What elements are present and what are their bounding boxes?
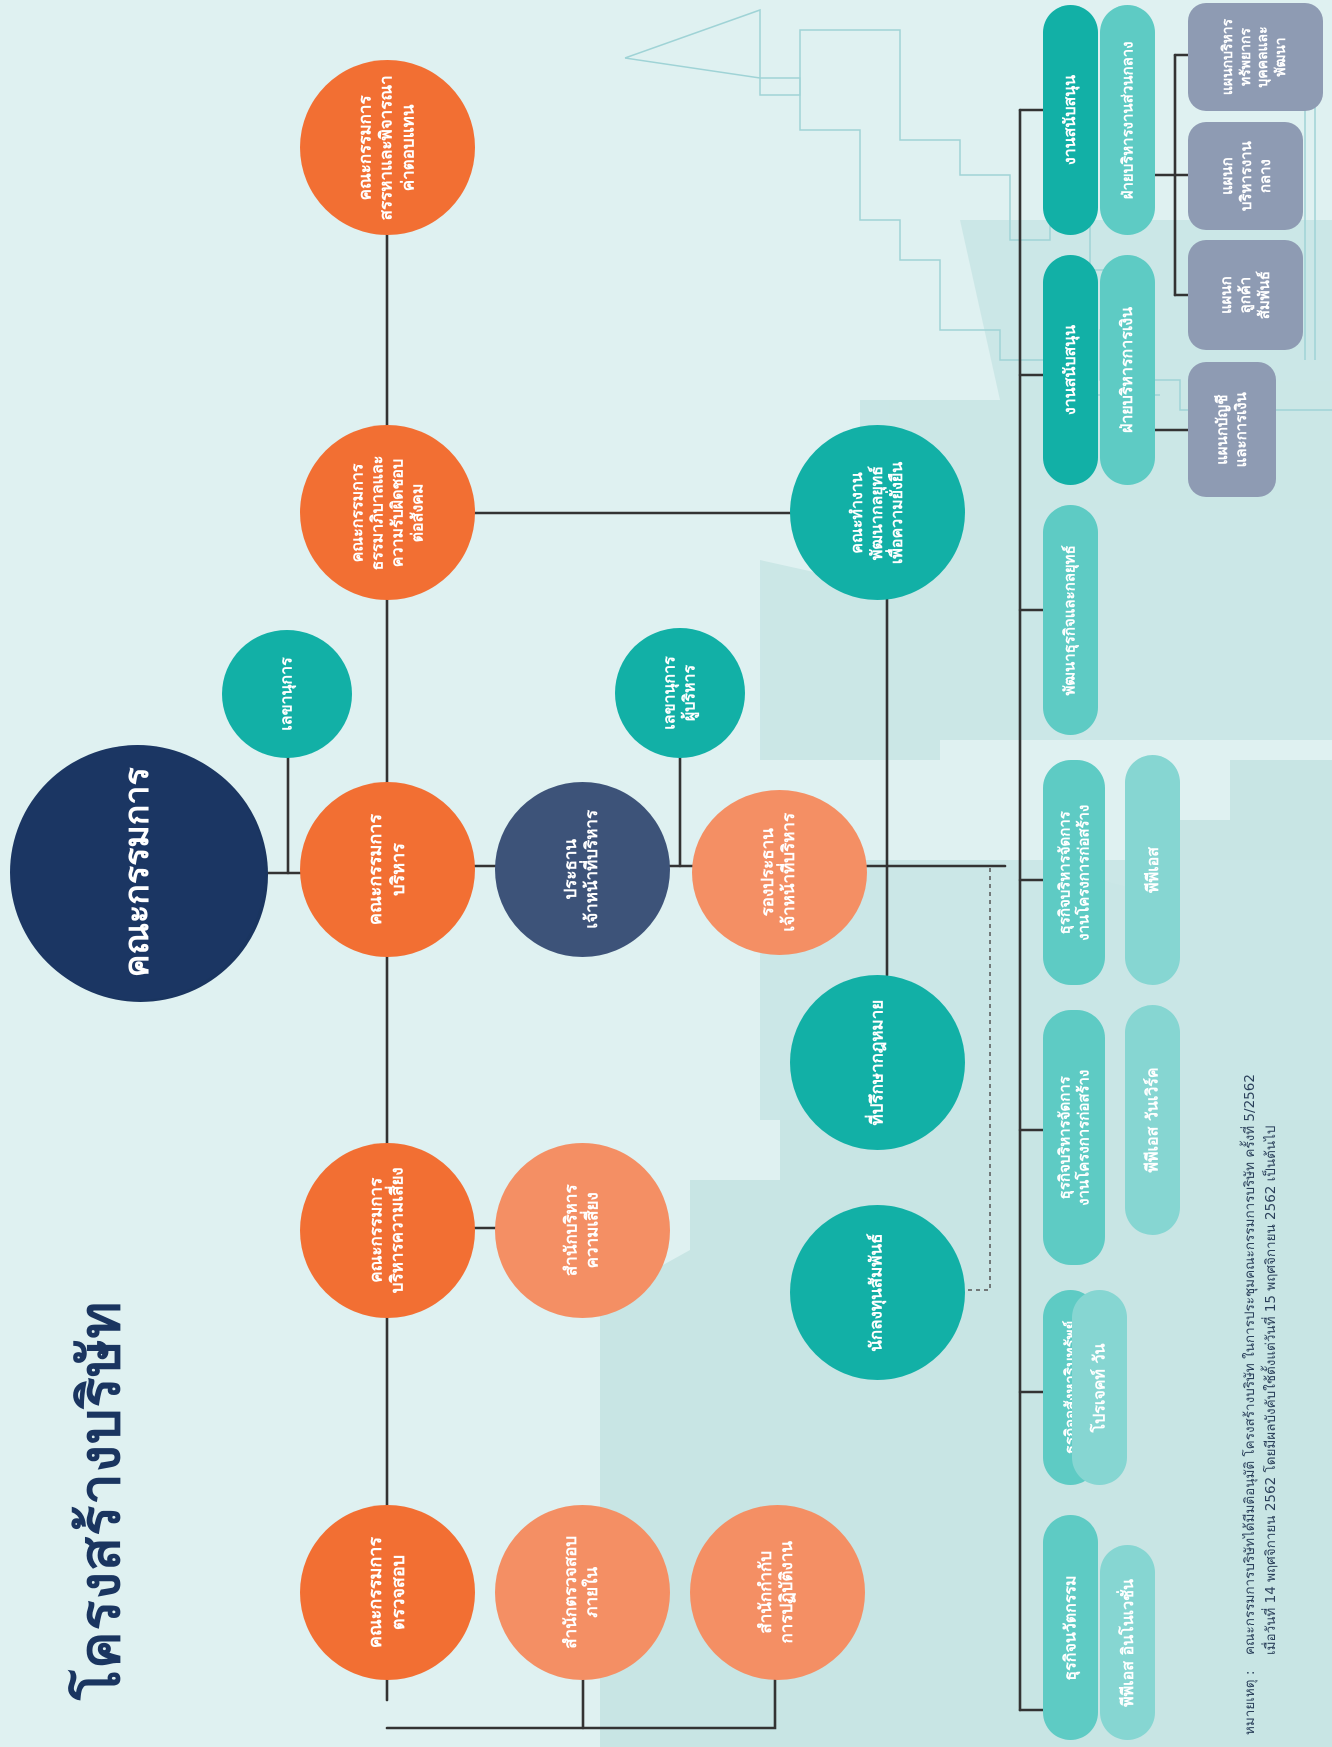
governance-committee-node: คณะกรรมการ ธรรมาภิบาลและ ความรับผิดชอบ ต… (300, 425, 475, 600)
exec-secretary-node: เลขานุการ ผู้บริหาร (615, 628, 745, 758)
executive-committee-label: คณะกรรมการ บริหาร (365, 813, 409, 926)
legal-advisor-label: ที่ปรึกษากฎหมาย (866, 999, 887, 1126)
dept-central-admin: แผนก บริหารงาน กลาง (1188, 122, 1303, 230)
secretary-node: เลขานุการ (222, 630, 352, 758)
footnote: หมายเหตุ : คณะกรรมการบริษัทได้มีมติอนุมั… (1240, 1074, 1282, 1735)
nomination-committee-label: คณะกรรมการ สรรหาและพิจารณา ค่าตอบแทน (355, 74, 419, 221)
audit-committee-label: คณะกรรมการ ตรวจสอบ (365, 1536, 409, 1649)
internal-audit-node: สำนักตรวจสอบ ภายใน (495, 1505, 670, 1680)
executive-committee-node: คณะกรรมการ บริหาร (300, 782, 475, 957)
audit-committee-node: คณะกรรมการ ตรวจสอบ (300, 1505, 475, 1680)
compliance-node: สำนักกำกับ การปฏิบัติงาน (690, 1505, 865, 1680)
footnote-line-2: เมื่อวันที่ 14 พฤศจิกายน 2562 โดยมีผลบัง… (1262, 1125, 1279, 1655)
nomination-committee-node: คณะกรรมการ สรรหาและพิจารณา ค่าตอบแทน (300, 60, 475, 235)
footnote-label: หมายเหตุ : (1242, 1670, 1258, 1735)
ceo-label: ประธาน เจ้าหน้าที่บริหาร (561, 810, 603, 929)
legal-advisor-node: ที่ปรึกษากฎหมาย (790, 975, 965, 1150)
unit-innovation-title: ธุรกิจนวัตกรรม (1043, 1515, 1098, 1740)
risk-committee-node: คณะกรรมการ บริหารความเสี่ยง (300, 1143, 475, 1318)
board-node: คณะกรรมการ (10, 745, 265, 1000)
internal-audit-label: สำนักตรวจสอบ ภายใน (561, 1536, 603, 1649)
footnote-line-1: คณะกรรมการบริษัทได้มีมติอนุมัติ โครงสร้า… (1242, 1074, 1258, 1655)
page-title: โครงสร้างบริษัท (55, 1301, 144, 1700)
unit-pps-title: ธุรกิจบริหารจัดการ งานโครงการก่อสร้าง (1043, 760, 1105, 985)
dept-accounting: แผนกบัญชี และการเงิน (1188, 362, 1276, 497)
compliance-label: สำนักกำกับ การปฏิบัติงาน (756, 1541, 798, 1644)
unit-onework-subtitle: พีพีเอส วันเวิร์ค (1125, 1005, 1180, 1235)
risk-office-node: สำนักบริหาร ความเสี่ยง (495, 1143, 670, 1318)
board-label: คณะกรรมการ (117, 767, 158, 978)
secretary-label: เลขานุการ (277, 657, 296, 731)
unit-onework-title: ธุรกิจบริหารจัดการ งานโครงการก่อสร้าง (1043, 1010, 1105, 1265)
ceo-node: ประธาน เจ้าหน้าที่บริหาร (495, 782, 670, 957)
risk-office-label: สำนักบริหาร ความเสี่ยง (561, 1184, 603, 1277)
unit-admin-subtitle: ฝ่ายบริหารงานส่วนกลาง (1100, 5, 1155, 235)
exec-secretary-label: เลขานุการ ผู้บริหาร (660, 656, 699, 730)
unit-finance-title: งานสนับสนุน (1043, 255, 1098, 485)
unit-innovation-subtitle: พีพีเอส อินโนเวชั่น (1100, 1545, 1155, 1740)
unit-strategy-title: พัฒนาธุรกิจและกลยุทธ์ (1043, 505, 1098, 735)
investor-relations-label: นักลงทุนสัมพันธ์ (866, 1233, 887, 1352)
unit-pps-subtitle: พีพีเอส (1125, 755, 1180, 985)
investor-relations-node: นักลงทุนสัมพันธ์ (790, 1205, 965, 1380)
unit-admin-title: งานสนับสนุน (1043, 5, 1098, 235)
dept-customer-relations: แผนก ลูกค้า สัมพันธ์ (1188, 240, 1303, 350)
risk-committee-label: คณะกรรมการ บริหารความเสี่ยง (366, 1167, 408, 1294)
sustainability-wg-node: คณะทำงาน พัฒนากลยุทธ์ เพื่อความยั่งยืน (790, 425, 965, 600)
dept-hr: แผนกบริหาร ทรัพยากร บุคคลและ พัฒนา (1188, 3, 1323, 111)
sustainability-wg-label: คณะทำงาน พัฒนากลยุทธ์ เพื่อความยั่งยืน (847, 461, 907, 564)
governance-committee-label: คณะกรรมการ ธรรมาภิบาลและ ความรับผิดชอบ ต… (347, 455, 427, 570)
page-title-text: โครงสร้างบริษัท (68, 1300, 133, 1700)
unit-finance-subtitle: ฝ่ายบริหารการเงิน (1100, 255, 1155, 485)
deputy-ceo-label: รองประธาน เจ้าหน้าที่บริหาร (758, 813, 800, 932)
deputy-ceo-node: รองประธาน เจ้าหน้าที่บริหาร (692, 790, 867, 955)
unit-property-subtitle: โปรเจคท์ วัน (1072, 1290, 1127, 1485)
